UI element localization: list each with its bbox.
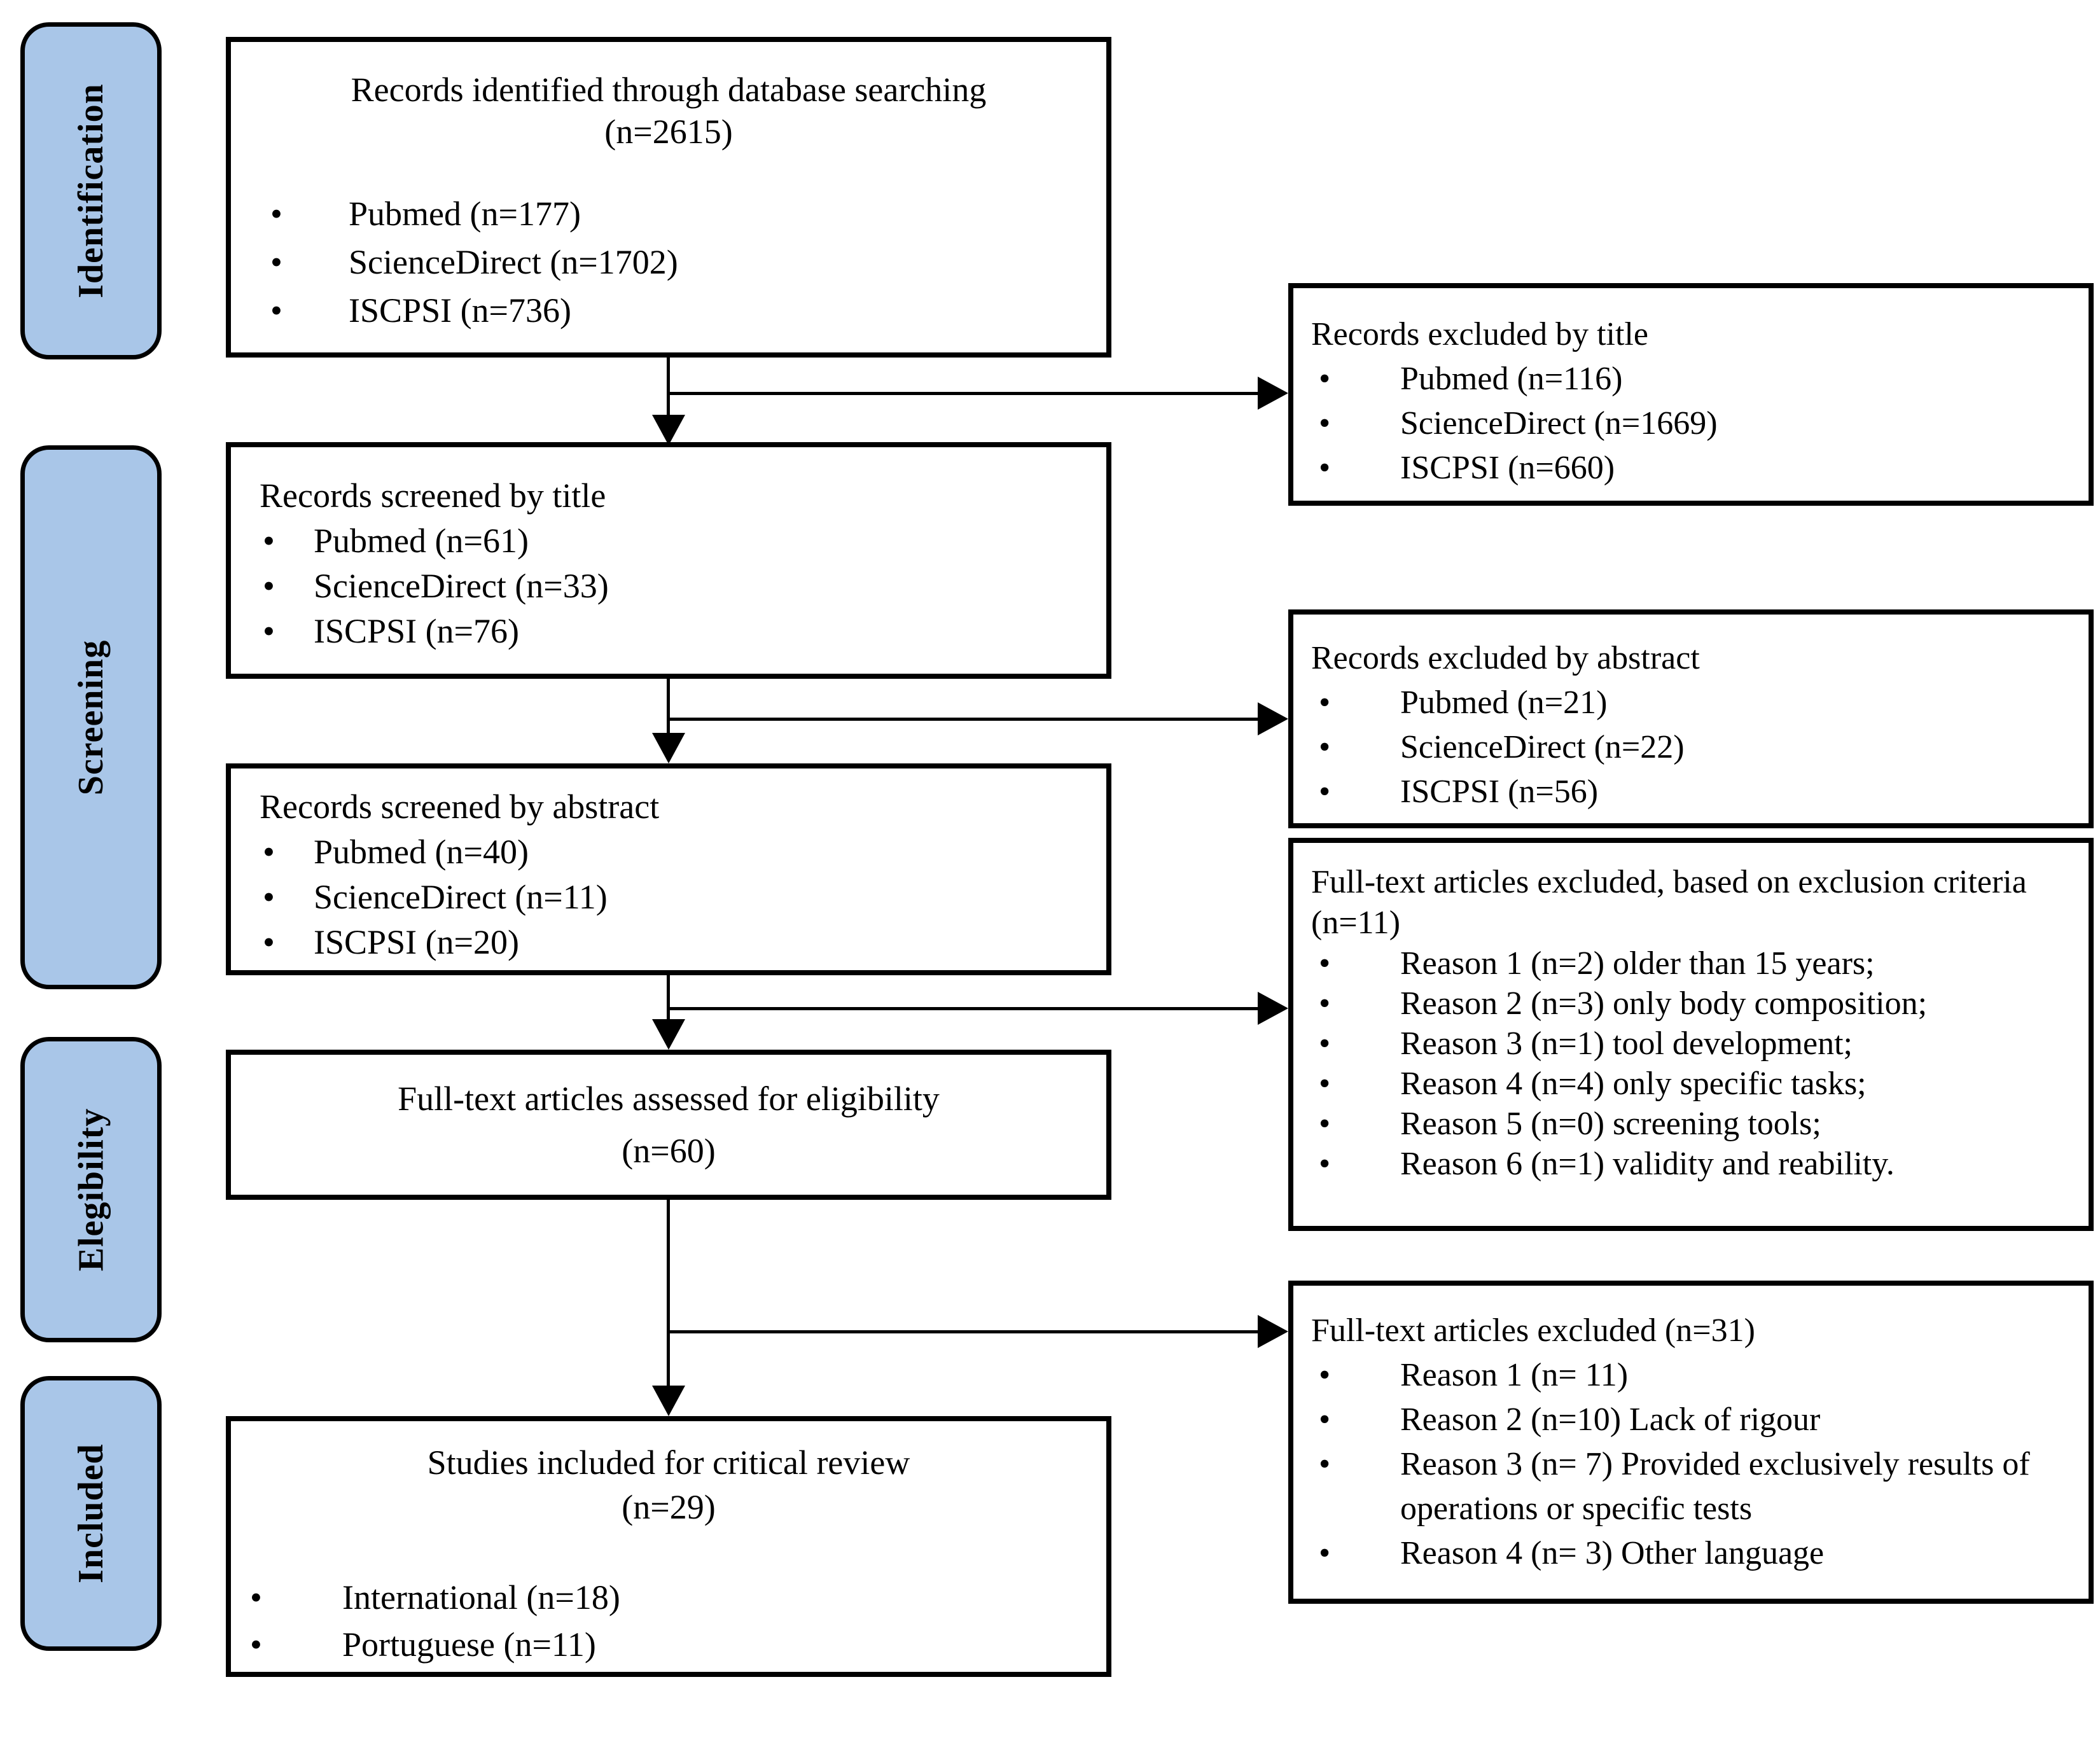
arrow-down-icon xyxy=(652,1386,685,1416)
connector-line-screened-to-abstract xyxy=(667,679,670,734)
connector-line-eligibility-to-included xyxy=(667,1200,670,1387)
bullet-list: Pubmed (n=61) ScienceDirect (n=33) ISCPS… xyxy=(231,518,1106,654)
box-title: Records excluded by title xyxy=(1311,316,1648,352)
box-count: (n=2615) xyxy=(604,113,733,151)
stage-identification: Identification xyxy=(20,22,162,359)
list-item: Reason 4 (n=4) only specific tasks; xyxy=(1293,1064,2089,1104)
box-records-identified: Records identified through database sear… xyxy=(226,37,1111,358)
arrow-right-icon xyxy=(1258,992,1288,1025)
list-item: ScienceDirect (n=1702) xyxy=(231,238,1106,286)
bullet-list: International (n=18) Portuguese (n=11) xyxy=(231,1574,1106,1668)
stage-label: Identification xyxy=(71,83,111,298)
box-fulltext-excluded-criteria: Full-text articles excluded, based on ex… xyxy=(1288,838,2094,1231)
box-title: Records excluded by abstract xyxy=(1311,640,1700,676)
list-item: Reason 4 (n= 3) Other language xyxy=(1293,1531,2089,1576)
connector-line-to-fulltext-excluded xyxy=(667,1330,1258,1333)
arrow-right-icon xyxy=(1258,377,1288,410)
list-item: ISCPSI (n=736) xyxy=(231,286,1106,335)
connector-line-to-fulltext-criteria xyxy=(667,1007,1258,1010)
arrow-down-icon xyxy=(652,415,685,445)
stage-label: Screening xyxy=(71,639,111,795)
list-item: International (n=18) xyxy=(231,1574,1106,1621)
bullet-list: Pubmed (n=40) ScienceDirect (n=11) ISCPS… xyxy=(231,830,1106,965)
list-item: Reason 3 (n=1) tool development; xyxy=(1293,1024,2089,1064)
list-item: Pubmed (n=61) xyxy=(231,518,1106,564)
list-item: Reason 1 (n= 11) xyxy=(1293,1353,2089,1398)
box-title: Full-text articles excluded (n=31) xyxy=(1311,1312,1755,1349)
box-title: Records screened by abstract xyxy=(260,788,660,826)
list-item: ScienceDirect (n=11) xyxy=(231,875,1106,920)
box-title: Full-text articles assessed for eligibil… xyxy=(398,1080,940,1118)
box-title: Records identified through database sear… xyxy=(351,71,987,109)
stage-screening: Screening xyxy=(20,445,162,989)
list-item: Reason 3 (n= 7) Provided exclusively res… xyxy=(1293,1442,2089,1531)
list-item: Pubmed (n=21) xyxy=(1293,681,2089,725)
list-item: Reason 6 (n=1) validity and reability. xyxy=(1293,1144,2089,1184)
list-item: ISCPSI (n=76) xyxy=(231,609,1106,654)
list-item: Pubmed (n=116) xyxy=(1293,357,2089,401)
box-title: Records screened by title xyxy=(260,476,606,515)
list-item: Pubmed (n=177) xyxy=(231,190,1106,238)
list-item: Reason 2 (n=10) Lack of rigour xyxy=(1293,1398,2089,1442)
box-excluded-by-title: Records excluded by title Pubmed (n=116)… xyxy=(1288,283,2094,506)
bullet-list: Reason 1 (n= 11) Reason 2 (n=10) Lack of… xyxy=(1293,1353,2089,1576)
stage-label: Included xyxy=(71,1443,111,1583)
list-item: Reason 1 (n=2) older than 15 years; xyxy=(1293,943,2089,984)
box-screened-by-title: Records screened by title Pubmed (n=61) … xyxy=(226,442,1111,679)
bullet-list: Reason 1 (n=2) older than 15 years; Reas… xyxy=(1293,943,2089,1184)
box-count: (n=60) xyxy=(622,1132,716,1170)
connector-line-to-excluded-title xyxy=(667,392,1258,395)
connector-line-identified-to-screened xyxy=(667,358,670,416)
box-title: Full-text articles excluded, based on ex… xyxy=(1311,864,2027,941)
list-item: Reason 5 (n=0) screening tools; xyxy=(1293,1104,2089,1144)
box-studies-included: Studies included for critical review (n=… xyxy=(226,1416,1111,1677)
connector-line-to-excluded-abstract xyxy=(667,718,1258,721)
connector-line-abstract-to-eligibility xyxy=(667,975,670,1020)
bullet-list: Pubmed (n=21) ScienceDirect (n=22) ISCPS… xyxy=(1293,681,2089,814)
list-item: Portuguese (n=11) xyxy=(231,1621,1106,1668)
list-item: ScienceDirect (n=22) xyxy=(1293,725,2089,770)
stage-included: Included xyxy=(20,1376,162,1651)
box-title: Studies included for critical review xyxy=(427,1443,910,1482)
list-item: ISCPSI (n=660) xyxy=(1293,446,2089,490)
box-excluded-by-abstract: Records excluded by abstract Pubmed (n=2… xyxy=(1288,609,2094,828)
arrow-right-icon xyxy=(1258,1315,1288,1348)
box-count: (n=29) xyxy=(622,1488,716,1526)
box-fulltext-assessed: Full-text articles assessed for eligibil… xyxy=(226,1050,1111,1200)
stage-elegibility: Elegibility xyxy=(20,1037,162,1342)
list-item: ScienceDirect (n=1669) xyxy=(1293,401,2089,446)
arrow-down-icon xyxy=(652,1019,685,1050)
arrow-down-icon xyxy=(652,733,685,763)
bullet-list: Pubmed (n=116) ScienceDirect (n=1669) IS… xyxy=(1293,357,2089,490)
list-item: ISCPSI (n=20) xyxy=(231,920,1106,965)
stage-label: Elegibility xyxy=(71,1108,111,1272)
arrow-right-icon xyxy=(1258,702,1288,735)
box-screened-by-abstract: Records screened by abstract Pubmed (n=4… xyxy=(226,763,1111,975)
box-fulltext-excluded: Full-text articles excluded (n=31) Reaso… xyxy=(1288,1281,2094,1604)
list-item: ScienceDirect (n=33) xyxy=(231,564,1106,609)
list-item: Pubmed (n=40) xyxy=(231,830,1106,875)
list-item: Reason 2 (n=3) only body composition; xyxy=(1293,984,2089,1024)
bullet-list: Pubmed (n=177) ScienceDirect (n=1702) IS… xyxy=(231,190,1106,335)
list-item: ISCPSI (n=56) xyxy=(1293,770,2089,814)
